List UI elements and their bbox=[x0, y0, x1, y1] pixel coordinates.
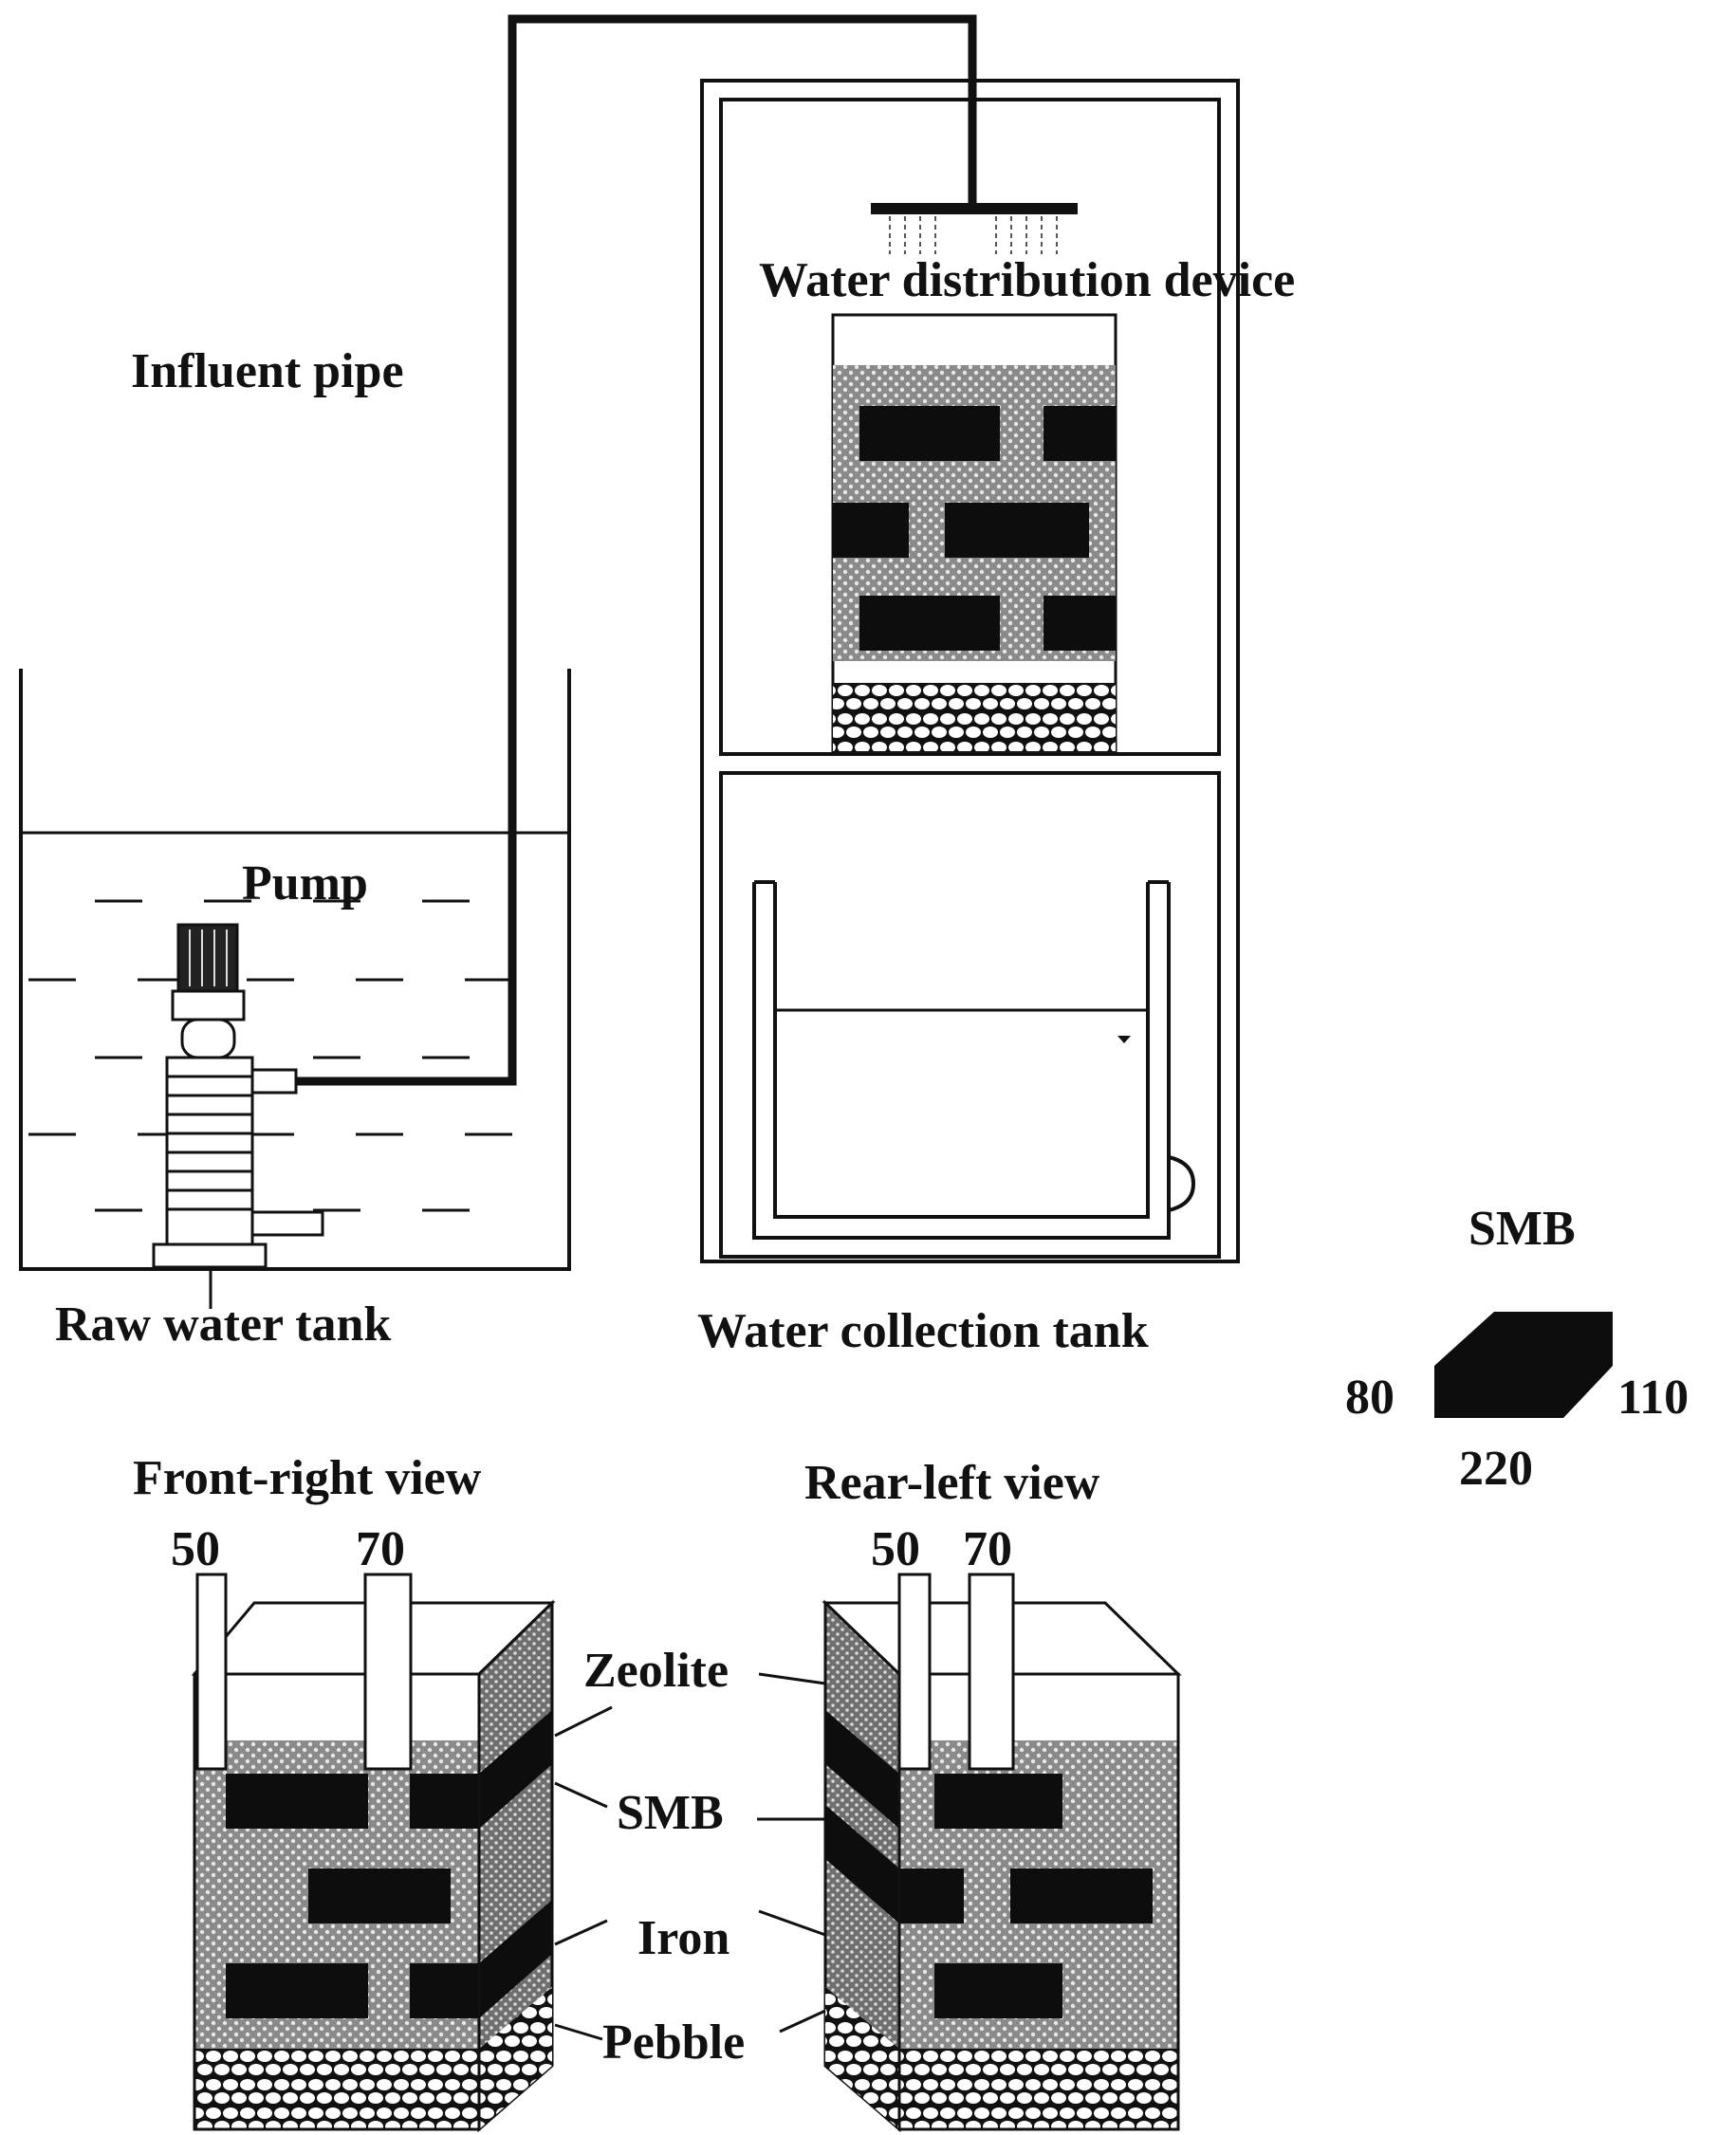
front-gap-label: 70 bbox=[356, 1522, 405, 1576]
smb-brick-icon bbox=[1434, 1312, 1613, 1418]
filter-pebble-layer bbox=[833, 683, 1116, 751]
front-offset-label: 50 bbox=[171, 1522, 220, 1576]
layer-leader-lines bbox=[554, 1672, 826, 2041]
smb-height-label: 110 bbox=[1617, 1371, 1689, 1425]
pump-label: Pump bbox=[242, 856, 368, 911]
water-collection-tank bbox=[752, 880, 1196, 1240]
influent-pipe bbox=[296, 14, 977, 1086]
water-distribution-device-label: Water distribution device bbox=[759, 253, 1295, 307]
front-right-view-block bbox=[191, 1573, 556, 2133]
rear-offset-label: 50 bbox=[871, 1522, 920, 1576]
smb-length-label: 220 bbox=[1459, 1442, 1533, 1496]
smb-title-label: SMB bbox=[1468, 1202, 1576, 1256]
rear-left-view-label: Rear-left view bbox=[804, 1456, 1100, 1510]
filter-smb-blocks bbox=[833, 406, 1116, 651]
zeolite-label: Zeolite bbox=[583, 1644, 729, 1698]
smb-layer-label: SMB bbox=[617, 1786, 724, 1840]
filter-column bbox=[831, 313, 1117, 753]
smb-width-label: 80 bbox=[1345, 1371, 1394, 1425]
water-level-marker-icon bbox=[1117, 1036, 1131, 1043]
pebble-label: Pebble bbox=[602, 2015, 745, 2070]
influent-pipe-label: Influent pipe bbox=[131, 344, 404, 398]
rear-gap-label: 70 bbox=[963, 1522, 1012, 1576]
water-distribution-device bbox=[871, 203, 1078, 254]
iron-label: Iron bbox=[637, 1911, 729, 1965]
water-collection-tank-label: Water collection tank bbox=[697, 1304, 1149, 1358]
pump bbox=[152, 923, 324, 1309]
rear-left-view-block bbox=[822, 1573, 1182, 2133]
raw-water-tank-label: Raw water tank bbox=[55, 1298, 391, 1352]
raw-water-tank bbox=[19, 669, 571, 1271]
front-right-view-label: Front-right view bbox=[133, 1451, 482, 1505]
